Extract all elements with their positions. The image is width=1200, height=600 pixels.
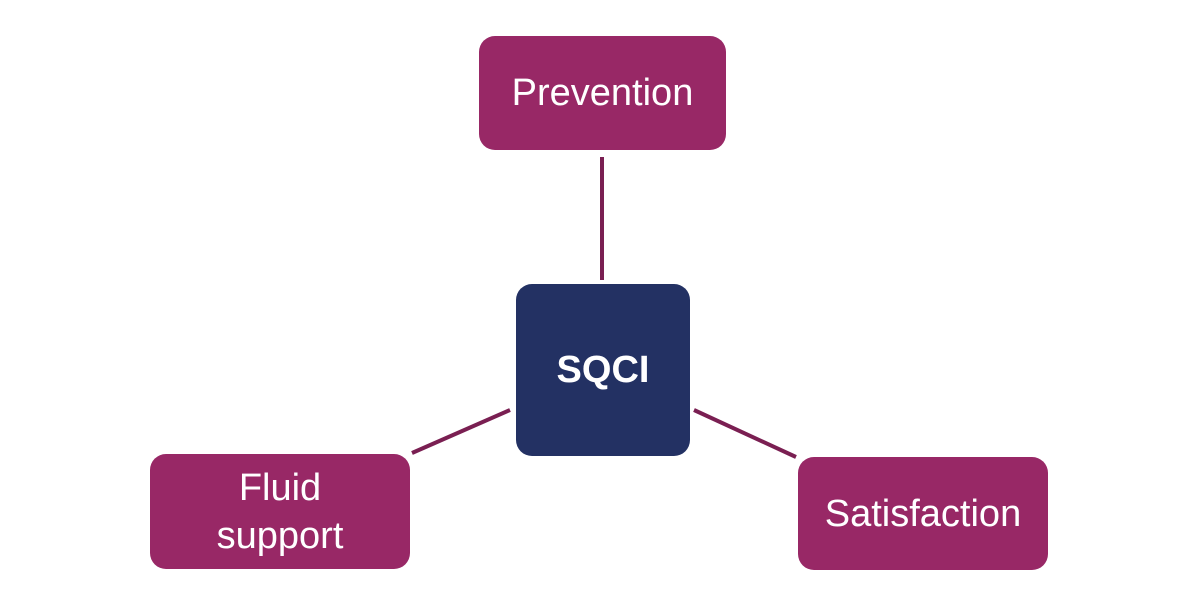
node-center: SQCI [516,284,690,456]
node-fluid-support-label: Fluid support [216,466,344,557]
node-center-label: SQCI [556,348,650,391]
node-prevention-label: Prevention [511,72,694,114]
connector-satisfaction [693,408,797,459]
node-prevention: Prevention [479,36,726,150]
connector-fluid-support [411,408,511,455]
node-satisfaction-label: Satisfaction [824,492,1022,535]
node-satisfaction: Satisfaction [798,457,1048,570]
node-fluid-support: Fluid support [150,454,410,569]
